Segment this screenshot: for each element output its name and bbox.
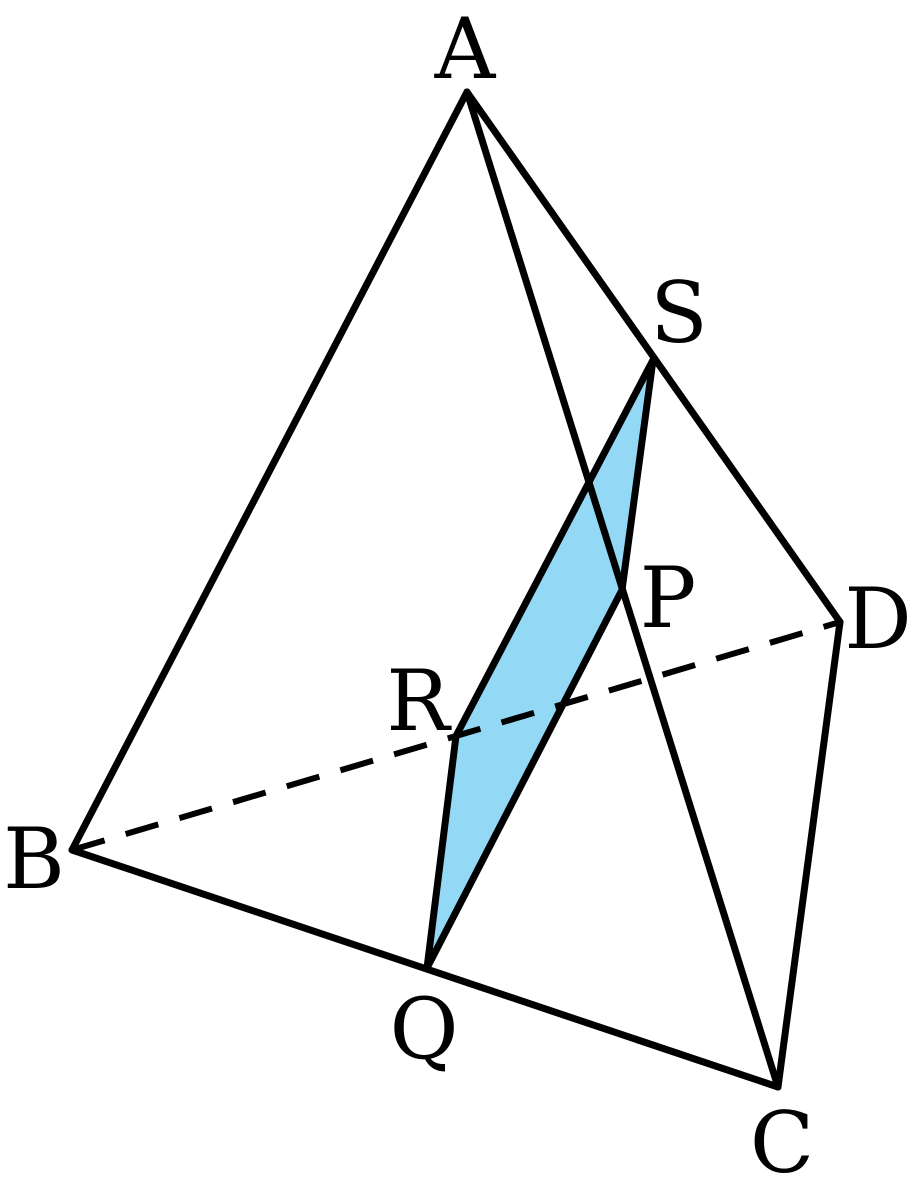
edge-cd <box>774 618 844 1091</box>
section-pqrs <box>423 356 657 972</box>
edge-bc <box>68 846 782 1091</box>
label-r: R <box>386 652 452 750</box>
label-s: S <box>650 264 708 362</box>
edge-ab <box>68 88 471 854</box>
label-a: A <box>434 0 497 98</box>
label-p: P <box>640 549 697 647</box>
label-c: C <box>750 1094 814 1192</box>
edge-ac <box>463 88 782 1091</box>
label-q: Q <box>390 980 459 1078</box>
label-b: B <box>3 810 65 908</box>
label-d: D <box>844 570 911 668</box>
edge-bd-hidden <box>71 619 841 853</box>
edge-ad <box>463 88 844 626</box>
